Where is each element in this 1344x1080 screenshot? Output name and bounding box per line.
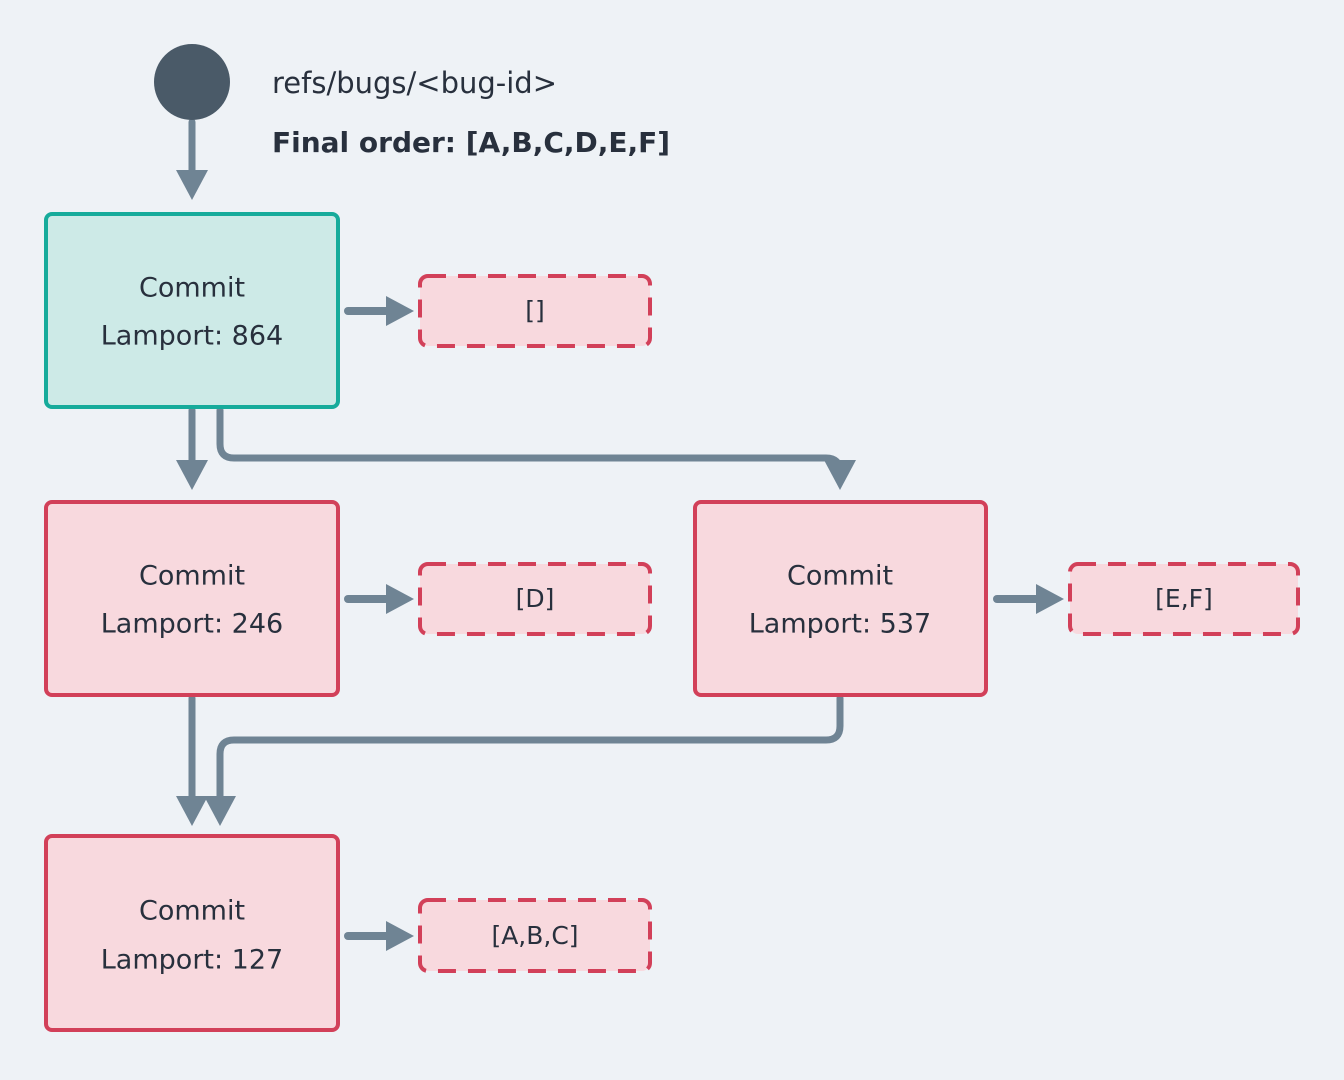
tag-127-box[interactable] <box>418 898 652 973</box>
edge-start-to-commit-864 <box>176 118 208 200</box>
tag-864-box[interactable] <box>418 274 652 348</box>
commit-537-line2: Lamport: 537 <box>749 609 931 640</box>
final-order-label: Final order: [A,B,C,D,E,F] <box>272 126 670 159</box>
edge-commit-246-to-tag <box>344 584 414 614</box>
edge-commit-127-to-tag <box>344 921 414 951</box>
node-commit-537[interactable]: Commit Lamport: 537 <box>693 500 988 697</box>
tag-commit-864[interactable]: [] <box>418 274 652 348</box>
edge-commit-864-to-tag <box>344 296 414 326</box>
edge-commit-537-to-commit-127 <box>204 694 844 826</box>
edge-commit-864-to-commit-537 <box>216 406 856 490</box>
commit-537-line1: Commit <box>787 561 893 592</box>
commit-127-line2: Lamport: 127 <box>101 945 283 976</box>
commit-864-box[interactable] <box>44 212 340 409</box>
commit-246-box[interactable] <box>44 500 340 697</box>
commit-127-line1: Commit <box>139 896 245 927</box>
node-commit-864[interactable]: Commit Lamport: 864 <box>44 212 340 409</box>
tag-246-label: [D] <box>516 584 555 613</box>
commit-864-line1: Commit <box>139 273 245 304</box>
tag-537-box[interactable] <box>1068 562 1300 636</box>
edge-commit-864-to-commit-246 <box>176 406 208 490</box>
node-commit-246[interactable]: Commit Lamport: 246 <box>44 500 340 697</box>
tag-864-label: [] <box>525 296 545 325</box>
start-node-circle[interactable] <box>154 44 230 120</box>
ref-path-label: refs/bugs/<bug-id> <box>272 66 557 100</box>
commit-246-line1: Commit <box>139 561 245 592</box>
commit-127-box[interactable] <box>44 834 340 1032</box>
tag-127-label: [A,B,C] <box>491 921 578 950</box>
commit-537-box[interactable] <box>693 500 988 697</box>
edge-commit-246-to-commit-127 <box>176 694 208 826</box>
tag-commit-127[interactable]: [A,B,C] <box>418 898 652 973</box>
tag-commit-537[interactable]: [E,F] <box>1068 562 1300 636</box>
tag-commit-246[interactable]: [D] <box>418 562 652 636</box>
commit-864-line2: Lamport: 864 <box>101 321 283 352</box>
edge-commit-537-to-tag <box>993 584 1064 614</box>
node-commit-127[interactable]: Commit Lamport: 127 <box>44 834 340 1032</box>
commit-246-line2: Lamport: 246 <box>101 609 283 640</box>
tag-537-label: [E,F] <box>1155 584 1213 613</box>
tag-246-box[interactable] <box>418 562 652 636</box>
